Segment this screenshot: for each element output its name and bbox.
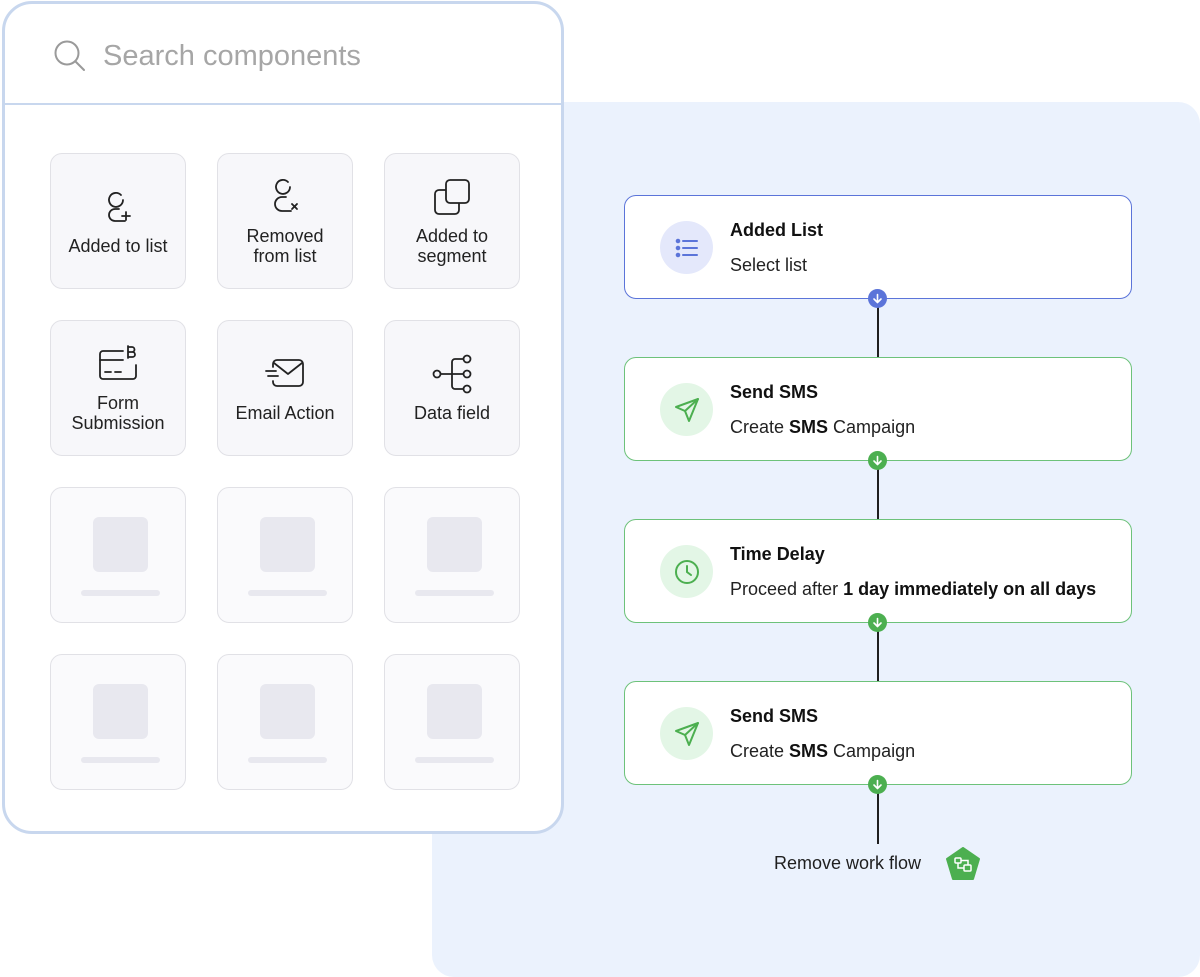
connector-arrow-icon[interactable] [868,451,887,470]
flow-connector-line [877,460,879,520]
flow-node-send-sms[interactable]: Send SMS Create SMS Campaign [624,681,1132,785]
node-title: Send SMS [730,382,819,402]
placeholder-box [260,517,315,572]
component-data-field[interactable]: Data field [384,320,520,456]
component-label: Removed from list [246,226,324,266]
placeholder-line [415,757,494,763]
node-title: Added List [730,220,823,240]
search-input[interactable] [103,34,503,78]
node-description: Select list [730,255,808,275]
component-label: Added to segment [415,226,489,266]
component-removed-from-list[interactable]: Removed from list [217,153,353,289]
connector-arrow-icon[interactable] [868,775,887,794]
segment-icon [434,179,470,215]
placeholder-line [415,590,494,596]
list-icon [675,238,698,257]
desc-text: Create [730,741,790,761]
placeholder-box [427,517,482,572]
component-added-to-list[interactable]: Added to list [50,153,186,289]
component-email-action[interactable]: Email Action [217,320,353,456]
send-icon [674,721,699,746]
search-bar [5,4,561,105]
placeholder-line [248,590,327,596]
placeholder-tile [217,654,353,790]
node-icon-wrap [660,383,713,436]
remove-workflow-icon[interactable] [945,846,981,882]
component-label: Email Action [235,403,335,423]
desc-text: Campaign [828,741,916,761]
desc-bold: SMS [789,741,829,761]
flow-connector-line [877,784,879,844]
connector-arrow-icon[interactable] [868,613,887,632]
form-icon [99,345,137,380]
placeholder-tile [50,487,186,623]
email-icon [265,359,304,387]
component-label: Form Submission [71,393,165,433]
placeholder-box [93,684,148,739]
desc-text: Create [730,417,790,437]
user-remove-icon [274,179,298,212]
flow-node-time-delay[interactable]: Time Delay Proceed after 1 day immediate… [624,519,1132,623]
flow-node-send-sms[interactable]: Send SMS Create SMS Campaign [624,357,1132,461]
placeholder-box [260,684,315,739]
node-description: Create SMS Campaign [730,417,915,438]
flow-connector-line [877,298,879,358]
node-icon-wrap [660,707,713,760]
components-panel: Added to list Removed from list Added to… [2,1,564,834]
component-added-to-segment[interactable]: Added to segment [384,153,520,289]
component-label: Data field [413,403,491,423]
node-title: Send SMS [730,706,819,726]
connector-arrow-icon[interactable] [868,289,887,308]
desc-text: Proceed after [730,579,844,599]
node-title: Time Delay [730,544,825,564]
node-description: Proceed after 1 day immediately on all d… [730,579,1096,600]
node-description: Create SMS Campaign [730,741,915,762]
remove-workflow-label: Remove work flow [774,853,922,873]
placeholder-line [81,757,160,763]
placeholder-tile [217,487,353,623]
placeholder-line [248,757,327,763]
placeholder-tile [384,654,520,790]
user-add-icon [108,192,131,222]
search-icon [54,40,85,71]
flow-node-added-list[interactable]: Added List Select list [624,195,1132,299]
desc-text: Campaign [828,417,916,437]
placeholder-tile [50,654,186,790]
send-icon [674,397,699,422]
placeholder-box [427,684,482,739]
flow-connector-line [877,622,879,682]
desc-bold: SMS [789,417,829,437]
component-label: Added to list [68,236,168,256]
data-field-icon [432,354,472,394]
node-icon-wrap [660,545,713,598]
placeholder-line [81,590,160,596]
node-icon-wrap [660,221,713,274]
desc-bold: 1 day immediately on all days [843,579,1097,599]
component-form-submission[interactable]: Form Submission [50,320,186,456]
placeholder-box [93,517,148,572]
placeholder-tile [384,487,520,623]
clock-icon [674,559,699,584]
